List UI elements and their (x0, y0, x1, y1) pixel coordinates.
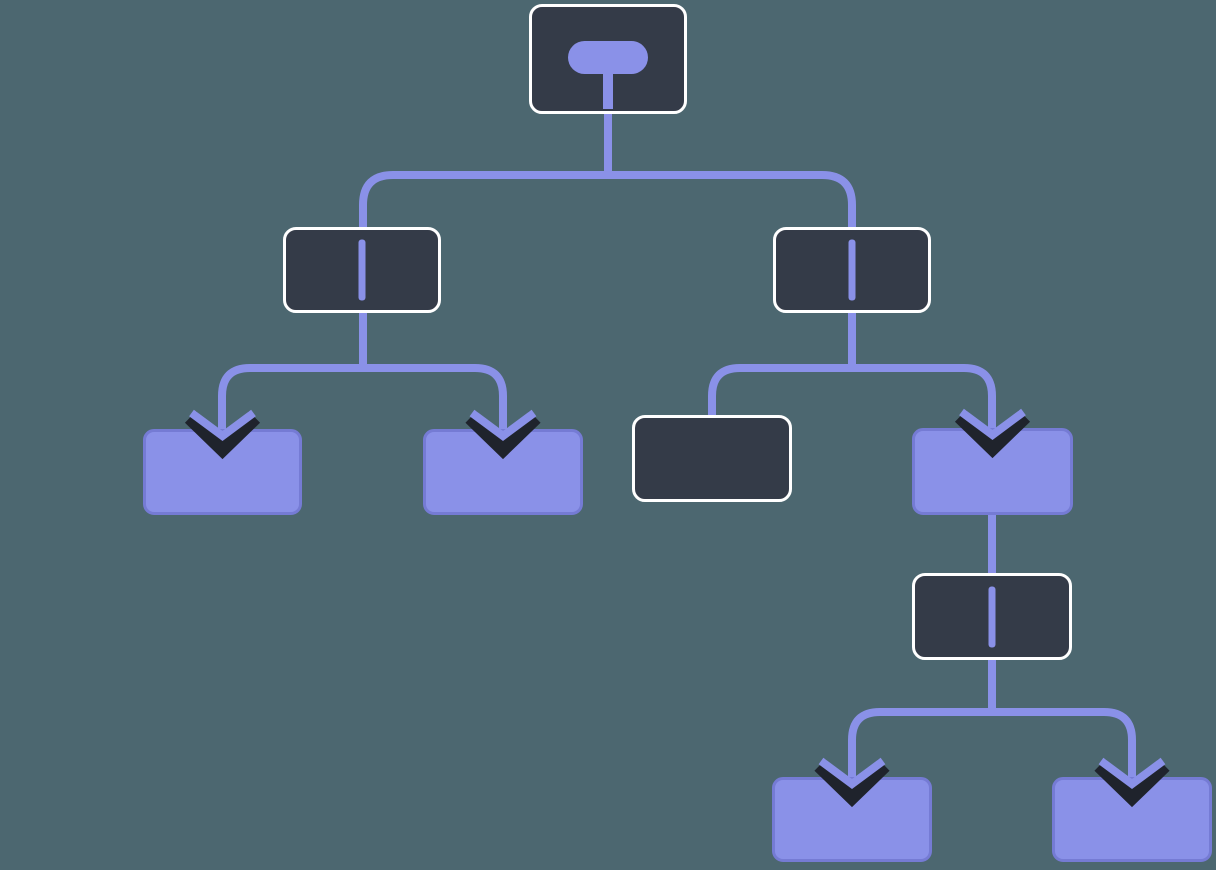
sequence-node[interactable] (912, 573, 1072, 660)
edge-seq2-to-children-branch (708, 364, 996, 435)
sequence-node[interactable] (283, 227, 441, 313)
vertical-bar-icon (358, 239, 366, 301)
vertical-bar-icon (848, 239, 856, 301)
edge-seq1-to-actions-branch (218, 364, 507, 436)
root-pill-icon (568, 41, 648, 74)
action-node[interactable] (912, 428, 1073, 515)
edge-root-to-sequences-branch (359, 171, 856, 227)
action-node[interactable] (423, 429, 583, 515)
action-node[interactable] (1052, 777, 1212, 862)
root-node[interactable] (529, 4, 687, 114)
action-node[interactable] (143, 429, 302, 515)
sequence-node[interactable] (773, 227, 931, 313)
vertical-bar-icon (988, 586, 996, 647)
edge-seq3-to-actions-branch (848, 708, 1136, 784)
root-pill-stem (603, 69, 613, 109)
action-node[interactable] (772, 777, 932, 862)
empty-dark-node[interactable] (632, 415, 792, 502)
